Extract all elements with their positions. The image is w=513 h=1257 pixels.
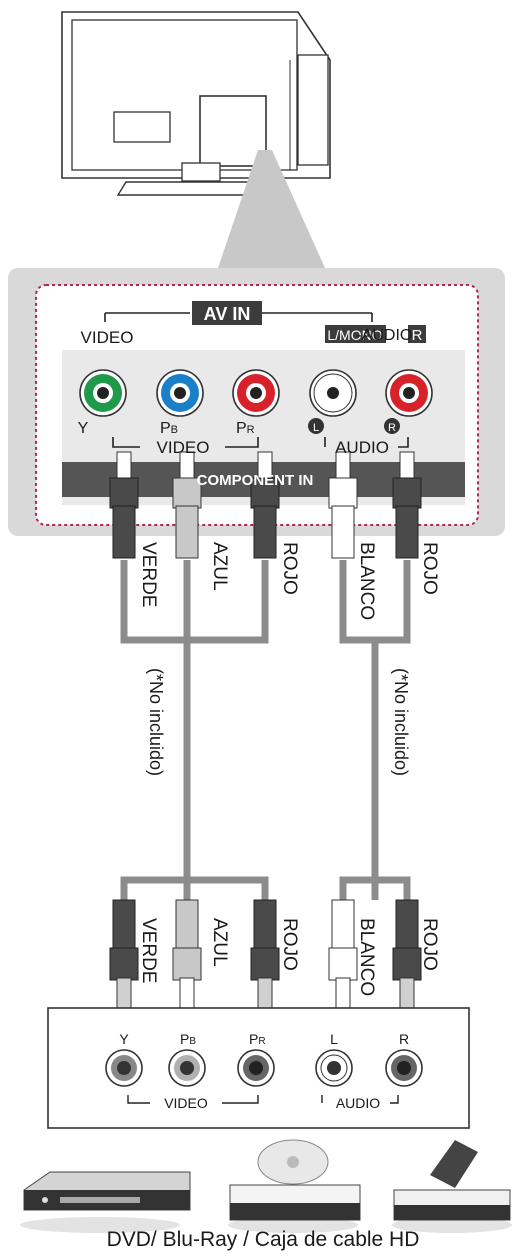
jack-audio-l <box>309 369 357 417</box>
r-label: R <box>412 327 423 344</box>
lower-label-rojo-audio: ROJO <box>419 918 440 971</box>
lower-plugs <box>109 899 422 1009</box>
device-label-pb: PB <box>180 1031 196 1047</box>
dvd-player-illustration <box>20 1171 191 1233</box>
device-jack-l <box>315 1049 353 1087</box>
tv-illustration <box>61 11 331 196</box>
jack-label-y: Y <box>78 420 89 437</box>
av-in-label: AV IN <box>204 304 251 324</box>
upper-label-verde: VERDE <box>138 542 159 607</box>
device-label-y: Y <box>119 1031 129 1047</box>
cable-box-illustration <box>392 1140 512 1233</box>
plug-red-audio-top <box>392 451 422 559</box>
bluray-player-illustration <box>228 1139 361 1233</box>
plug-red-top <box>250 451 280 559</box>
video-label: VIDEO <box>81 328 134 347</box>
lower-label-azul: AZUL <box>209 918 230 967</box>
device-label-pr: PR <box>249 1031 266 1047</box>
group-audio-label: AUDIO <box>335 438 389 457</box>
lower-label-rojo: ROJO <box>279 918 300 971</box>
device-output-panel <box>47 1007 470 1129</box>
jack-label-pr: PR <box>236 420 255 437</box>
upper-label-rojo: ROJO <box>279 542 300 595</box>
lower-label-blanco: BLANCO <box>356 918 377 996</box>
device-jack-y <box>105 1049 143 1087</box>
upper-cables <box>109 451 422 900</box>
l-mono-label: L/MONO <box>327 327 382 343</box>
upper-label-blanco: BLANCO <box>356 542 377 620</box>
lower-label-verde: VERDE <box>138 918 159 983</box>
jack-pr <box>232 369 280 417</box>
plug-blue-top <box>172 451 202 559</box>
device-label-l: L <box>330 1031 338 1047</box>
device-label-r: R <box>399 1031 409 1047</box>
jack-label-r: R <box>388 422 396 434</box>
device-jack-pr <box>237 1049 275 1087</box>
not-included-left: (*No incluido) <box>146 668 166 776</box>
jack-label-pb: PB <box>160 420 178 437</box>
not-included-right: (*No incluido) <box>391 668 411 776</box>
jack-audio-r <box>385 369 433 417</box>
device-video-label: VIDEO <box>164 1095 208 1111</box>
component-in-label: COMPONENT IN <box>197 472 314 489</box>
group-video-label: VIDEO <box>157 438 210 457</box>
jack-pb <box>156 369 204 417</box>
zoom-wedge <box>218 150 325 268</box>
jack-y <box>79 369 127 417</box>
device-jack-r <box>385 1049 423 1087</box>
upper-label-rojo-audio: ROJO <box>419 542 440 595</box>
devices-caption: DVD/ Blu-Ray / Caja de cable HD <box>107 1228 420 1251</box>
upper-label-azul: AZUL <box>209 542 230 591</box>
plug-white-top <box>328 451 358 559</box>
plug-green-top <box>109 451 139 559</box>
device-audio-label: AUDIO <box>336 1095 380 1111</box>
jack-label-l: L <box>313 422 319 434</box>
device-jack-pb <box>168 1049 206 1087</box>
audio-label: -AUDIO- <box>356 327 417 344</box>
